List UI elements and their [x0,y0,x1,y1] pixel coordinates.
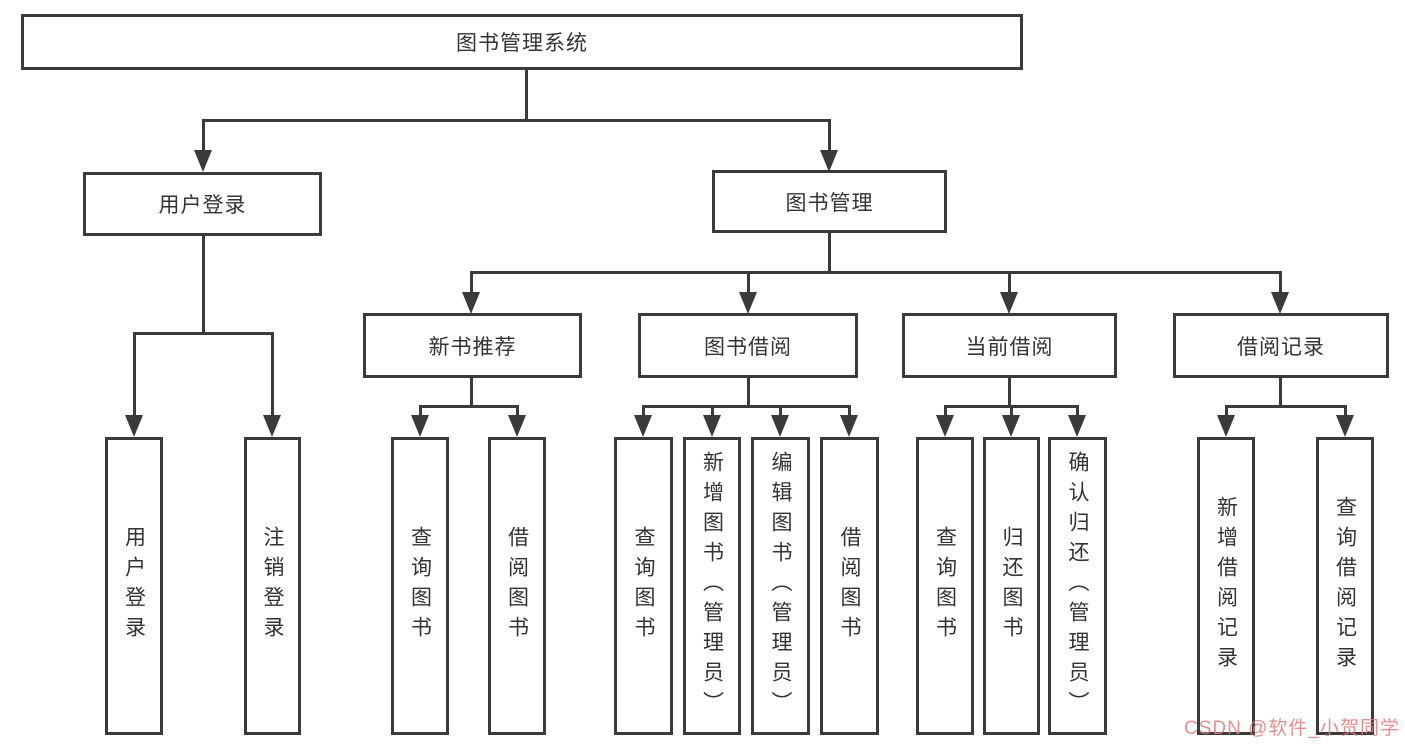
arrow-down-icon [840,415,858,437]
connector-drop [1344,405,1347,421]
connector-drop [1010,405,1013,421]
arrow-down-icon [1217,415,1235,437]
node-root: 图书管理系统 [21,14,1023,70]
arrow-down-icon [462,292,480,314]
node-label: 当前借阅 [965,335,1054,359]
connector-rail-level2 [202,119,830,122]
arrow-down-icon [739,292,757,314]
connector-rail-user-login [133,332,274,335]
leaf-add-borrow-record: 新增借阅记录 [1197,437,1255,735]
connector-rail-level3 [470,271,1282,274]
arrow-down-icon [703,415,721,437]
leaf-label: 查询图书 [408,526,432,646]
connector-stem-book-management [828,233,831,274]
node-book-management: 图书管理 [712,170,947,233]
arrow-down-icon [1068,415,1086,437]
connector-drop [828,119,831,156]
connector-stem-borrow-records [1279,378,1282,408]
connector-stem-user-login [202,236,205,335]
leaf-label: 新增借阅记录 [1214,496,1238,676]
node-label: 图书借阅 [704,335,792,359]
leaf-query-book-newbook: 查询图书 [391,437,449,735]
leaf-return-book: 归还图书 [983,437,1040,735]
leaf-label: 编辑图书（管理员） [769,451,792,721]
leaf-user-login: 用户登录 [105,437,163,735]
leaf-label: 用户登录 [122,526,146,646]
connector-drop [1076,405,1079,421]
connector-drop [1225,405,1228,421]
arrow-down-icon [1271,292,1289,314]
connector-drop [779,405,782,421]
connector-drop [1008,271,1011,298]
connector-rail-new-book [419,405,519,408]
connector-stem-current-borrow [1008,378,1011,408]
connector-drop [1279,271,1282,298]
node-root-label: 图书管理系统 [456,32,588,55]
connector-rail-borrow-records [1225,405,1347,408]
leaf-confirm-return-admin: 确认归还（管理员） [1048,437,1107,735]
leaf-borrow-book-newbook: 借阅图书 [488,437,546,735]
connector-stem-book-borrow [747,378,750,408]
leaf-label: 归还图书 [1000,526,1023,646]
connector-drop [202,119,205,156]
node-label: 新书推荐 [428,335,517,359]
arrow-down-icon [508,415,526,437]
connector-drop [419,405,422,421]
node-borrow-records: 借阅记录 [1173,313,1389,378]
node-label: 图书管理 [785,191,874,215]
arrow-down-icon [263,415,281,437]
connector-drop [848,405,851,421]
leaf-add-book-admin: 新增图书（管理员） [683,437,741,735]
leaf-label: 注销登录 [261,526,284,646]
leaf-label: 查询图书 [933,526,957,646]
node-new-book-recommend: 新书推荐 [363,313,582,378]
leaf-query-book-current: 查询图书 [916,437,974,735]
leaf-label: 借阅图书 [838,526,861,646]
leaf-label: 借阅图书 [505,526,529,646]
leaf-label: 查询图书 [632,526,655,646]
node-label: 用户登录 [158,194,247,217]
arrow-down-icon [936,415,954,437]
arrow-down-icon [1002,415,1020,437]
leaf-query-book-borrow: 查询图书 [614,437,673,735]
connector-drop [133,332,136,421]
arrow-down-icon [411,415,429,437]
leaf-label: 新增图书（管理员） [700,451,724,721]
node-label: 借阅记录 [1237,335,1325,359]
node-book-borrow: 图书借阅 [638,313,858,378]
connector-drop [642,405,645,421]
leaf-label: 查询借阅记录 [1333,496,1357,676]
arrow-down-icon [820,150,838,172]
arrow-down-icon [125,415,143,437]
connector-drop [711,405,714,421]
leaf-query-borrow-record: 查询借阅记录 [1316,437,1374,735]
connector-drop [271,332,274,421]
connector-stem-root [525,70,528,122]
arrow-down-icon [1000,292,1018,314]
arrow-down-icon [194,150,212,172]
connector-drop [516,405,519,421]
node-user-login: 用户登录 [83,172,322,236]
node-current-borrow: 当前借阅 [902,313,1117,378]
leaf-edit-book-admin: 编辑图书（管理员） [751,437,810,735]
connector-drop [944,405,947,421]
leaf-logout: 注销登录 [244,437,301,735]
connector-drop [470,271,473,298]
arrow-down-icon [634,415,652,437]
connector-stem-new-book [470,378,473,408]
arrow-down-icon [771,415,789,437]
arrow-down-icon [1336,415,1354,437]
connector-drop [747,271,750,298]
leaf-borrow-book: 借阅图书 [820,437,879,735]
leaf-label: 确认归还（管理员） [1066,451,1089,721]
connector-rail-book-borrow [642,405,851,408]
